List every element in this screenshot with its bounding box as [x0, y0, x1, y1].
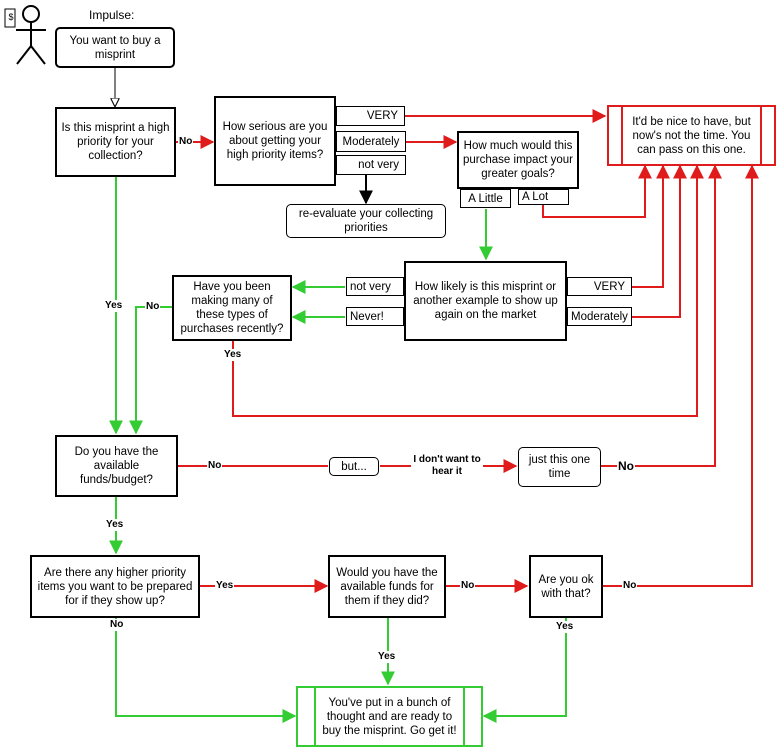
higher-items-question: Are there any higher priority items you …: [30, 555, 200, 618]
edge-label-no: No: [460, 580, 476, 592]
pass-terminal-text: It'd be nice to have, but now's not the …: [632, 115, 751, 156]
one-time-node: just this one time: [518, 447, 601, 487]
edge-label-yes: Yes: [377, 651, 397, 663]
option-likely-moderately: Moderately: [567, 307, 632, 326]
dollar-note-icon: [4, 8, 16, 28]
edge-label-no: No: [109, 619, 125, 631]
impulse-label: Impulse:: [89, 8, 135, 22]
edge-label-no: No: [207, 460, 223, 472]
impact-question: How much would this purchase impact your…: [457, 131, 579, 189]
how-serious-question: How serious are you about getting your h…: [214, 96, 336, 186]
option-likely-never: Never!: [346, 307, 404, 326]
option-serious-not-very: not very: [336, 155, 406, 175]
edge-label-no: No: [145, 301, 161, 313]
option-serious-moderately: Moderately: [336, 131, 406, 152]
option-impact-little: A Little: [460, 189, 511, 208]
option-likely-not-very: not very: [346, 277, 404, 296]
buy-terminal-text: You've put in a bunch of thought and are…: [322, 696, 457, 737]
start-node: You want to buy a misprint: [55, 27, 175, 68]
green-connectors: [109, 177, 567, 723]
option-impact-lot: A Lot: [518, 189, 569, 205]
funds-for-them-question: Would you have the available funds for t…: [328, 555, 446, 618]
how-likely-question: How likely is this misprint or another e…: [404, 261, 567, 341]
money-sign: $: [8, 12, 14, 22]
but-node: but...: [329, 457, 379, 476]
edge-label-yes: Yes: [223, 349, 243, 361]
option-likely-very: VERY: [567, 277, 632, 296]
high-priority-question: Is this misprint a high priority for you…: [55, 107, 176, 177]
funds-question: Do you have the available funds/budget?: [55, 435, 178, 497]
pass-terminal: It'd be nice to have, but now's not the …: [607, 105, 776, 166]
stick-figure-icon: [16, 5, 46, 65]
many-purchases-question: Have you been making many of these types…: [172, 275, 292, 341]
option-serious-very: VERY: [336, 106, 405, 126]
edge-label-yes: Yes: [104, 300, 124, 312]
reevaluate-node: re-evaluate your collecting priorities: [286, 204, 446, 238]
edge-label-no: No: [617, 459, 635, 473]
edge-label-no: No: [622, 580, 638, 592]
edge-label-dont-want: I don't want to hear it: [411, 454, 483, 478]
buy-terminal: You've put in a bunch of thought and are…: [296, 686, 483, 747]
edge-label-yes: Yes: [215, 580, 235, 592]
edge-label-yes: Yes: [105, 519, 125, 531]
edge-label-yes: Yes: [555, 621, 575, 633]
ok-with-that-question: Are you ok with that?: [529, 555, 603, 618]
edge-label-no: No: [178, 136, 194, 148]
